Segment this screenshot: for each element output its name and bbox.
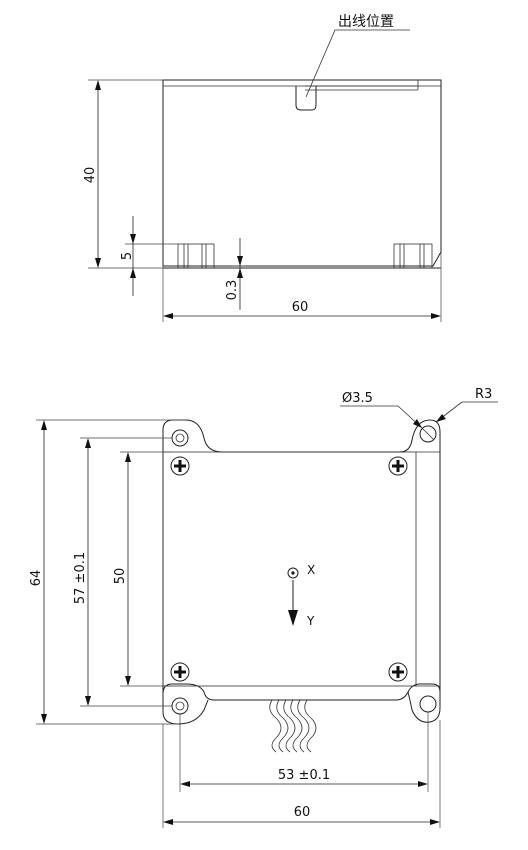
mounting-hole-top-right	[419, 425, 437, 443]
dim-radius-text: R3	[475, 387, 492, 402]
dim-60-bottom-text: 60	[294, 805, 311, 820]
axis-y-label: Y	[306, 614, 315, 628]
screw-top-left	[170, 456, 190, 476]
mounting-hole-bottom-left	[171, 697, 189, 715]
plan-view-bottom-lug-right	[407, 691, 441, 723]
cable-exit-tab	[295, 86, 317, 111]
screw-top-right	[388, 456, 408, 476]
dim-hole-diameter-text: Ø3.5	[342, 391, 373, 406]
cable-exit-leader	[305, 29, 410, 98]
axis-x-label: X	[307, 563, 315, 577]
side-view-foot-left	[177, 243, 215, 269]
dim-40-text: 40	[83, 167, 98, 184]
mounting-hole-top-left	[171, 429, 189, 447]
cable-exit-label: 出线位置	[338, 14, 394, 30]
cable-wires	[269, 699, 317, 753]
dim-5-text: 5	[120, 252, 135, 260]
screw-bottom-left	[170, 662, 190, 682]
dim-50-text: 50	[113, 568, 128, 585]
side-view-body-outline	[162, 79, 442, 267]
dim-60-top-text: 60	[292, 300, 309, 315]
plan-view-bottom-lug-left	[162, 694, 209, 725]
dim-64-text: 64	[29, 570, 44, 587]
plan-view-inner-panel	[162, 451, 417, 687]
dim-53-text: 53 ±0.1	[278, 768, 330, 783]
dim-57-text: 57 ±0.1	[73, 552, 88, 604]
side-view-foot-right	[393, 243, 433, 269]
mounting-hole-bottom-right	[419, 695, 437, 713]
dim-0-3-text: 0.3	[225, 280, 240, 301]
side-view: 出线位置 40 5	[83, 14, 442, 322]
plan-view: X Y Ø3.5 R3 64 57 ±0.1 50	[29, 387, 498, 828]
axis-indicator: X Y	[287, 563, 315, 628]
screw-bottom-right	[388, 662, 408, 682]
